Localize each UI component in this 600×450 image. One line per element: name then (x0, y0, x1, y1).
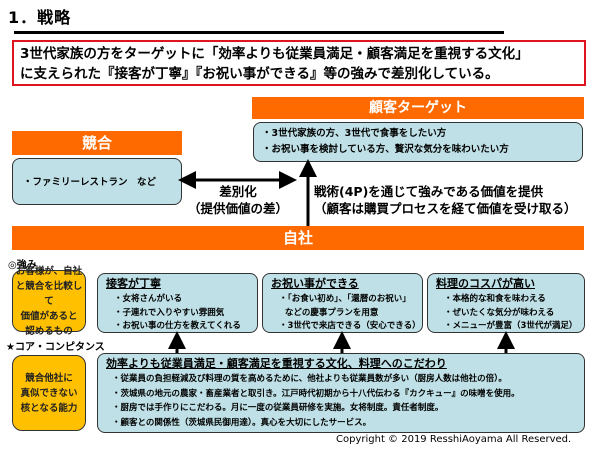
strengths-definition-line: お客様が、自社 (15, 265, 83, 277)
competitor-box: ・ファミリーレストラン など (12, 158, 182, 205)
core-definition-line: 競合他社に (25, 372, 73, 384)
strength-box-service: 接客が丁寧 ・女将さんがいる ・子連れで入りやすい雰囲気 ・お祝い事の仕方を教え… (97, 273, 258, 333)
strength-item: ・メニューが豊富（3世代が満足） (444, 321, 578, 331)
strengths-definition-line: 価値があると (20, 310, 78, 322)
strength-box-celebration: お祝い事ができる ・「お食い初め」、「還暦のお祝い」 などの慶事プランを用意 ・… (262, 273, 423, 333)
strength-title: 料理のコスパが高い (436, 277, 535, 290)
strength-item: ・ぜいたくな気分が味わえる (444, 307, 555, 318)
strengths-definition-line: 認めるもの (25, 325, 73, 337)
core-competence-title: 効率よりも従業員満足・顧客満足を重視する文化、料理へのこだわり (106, 357, 447, 370)
strength-box-cost-performance: 料理のコスパが高い ・本格的な和食を味わえる ・ぜいたくな気分が味わえる ・メニ… (427, 273, 585, 333)
core-competence-item: ・茨城県の地元の農家・畜産業者と取引き。江戸時代初期から十八代伝わる『カクキュー… (112, 388, 520, 399)
strength-item: ・「お食い初め」、「還暦のお祝い」 (279, 294, 411, 304)
copyright-notice: Copyright © 2019 ResshiAoyama All Reserv… (336, 434, 572, 445)
core-definition-line: 核となる能力 (20, 402, 78, 414)
target-item: ・お祝い事を検討している方、贅沢な気分を味わいたい方 (262, 144, 509, 155)
target-box: ・3世代家族の方、3世代で食事をしたい方 ・お祝い事を検討している方、贅沢な気分… (253, 122, 583, 162)
competitor-header: 競合 (12, 131, 182, 155)
strategy-summary-box: 3世代家族の方をターゲットに「効率よりも従業員満足・顧客満足を重視する文化」 に… (12, 40, 586, 86)
core-competence-definition-box: 競合他社に 真似できない 核となる能力 (12, 355, 86, 431)
strengths-label: ◎強み (8, 260, 37, 271)
competitor-item: ・ファミリーレストラン など (23, 177, 157, 188)
strength-item: などの慶事プランを用意 (279, 307, 379, 318)
tactics-line-1: 戦術(4P)を通じて強みである価値を提供 (314, 184, 544, 199)
core-competence-label: ★コア・コンピタンス (6, 342, 105, 353)
summary-line-1: 3世代家族の方をターゲットに「効率よりも従業員満足・顧客満足を重視する文化」 (20, 46, 529, 62)
core-competence-item: ・従業員の負担軽減及び料理の質を高めるために、他社よりも従業員数が多い（厨房人数… (112, 374, 507, 384)
core-competence-item: ・顧客との関係性（茨城県民御用達）。真心を大切にしたサービス。 (112, 417, 372, 428)
summary-line-2: に支えられた『接客が丁寧』『お祝い事ができる』等の強みで差別化している。 (20, 66, 499, 82)
core-definition-line: 真似できない (20, 387, 78, 399)
tactics-label: 戦術(4P)を通じて強みである価値を提供 （顧客は購買プロセスを経て価値を受け取… (314, 183, 594, 217)
tactics-line-2: （顧客は購買プロセスを経て価値を受け取る） (314, 201, 577, 216)
strength-item: ・女将さんがいる (114, 294, 183, 304)
strength-item: ・3世代で来店できる（安心できる） (279, 321, 421, 331)
core-competence-box: 効率よりも従業員満足・顧客満足を重視する文化、料理へのこだわり ・従業員の負担軽… (97, 353, 585, 433)
differentiation-line-2: （提供価値の差） (187, 201, 288, 216)
target-header: 顧客ターゲット (252, 97, 584, 119)
strengths-definition-line: と競合を比較して (15, 280, 83, 307)
own-company-header: 自社 (12, 226, 584, 250)
target-item: ・3世代家族の方、3世代で食事をしたい方 (262, 128, 447, 139)
strengths-definition-box: お客様が、自社 と競合を比較して 価値があると 認めるもの (12, 266, 86, 337)
core-competence-item: ・厨房では手作りにこだわる。月に一度の従業員研修を実施。女将制度。責任者制度。 (112, 403, 444, 413)
strength-item: ・子連れで入りやすい雰囲気 (114, 307, 225, 318)
strength-item: ・本格的な和食を味わえる (444, 294, 546, 304)
strength-title: 接客が丁寧 (106, 277, 161, 290)
strength-item: ・お祝い事の仕方を教えてくれる (114, 321, 241, 331)
title-divider (14, 31, 504, 34)
page-title: 1．戦略 (8, 8, 72, 27)
strength-title: お祝い事ができる (271, 277, 359, 290)
